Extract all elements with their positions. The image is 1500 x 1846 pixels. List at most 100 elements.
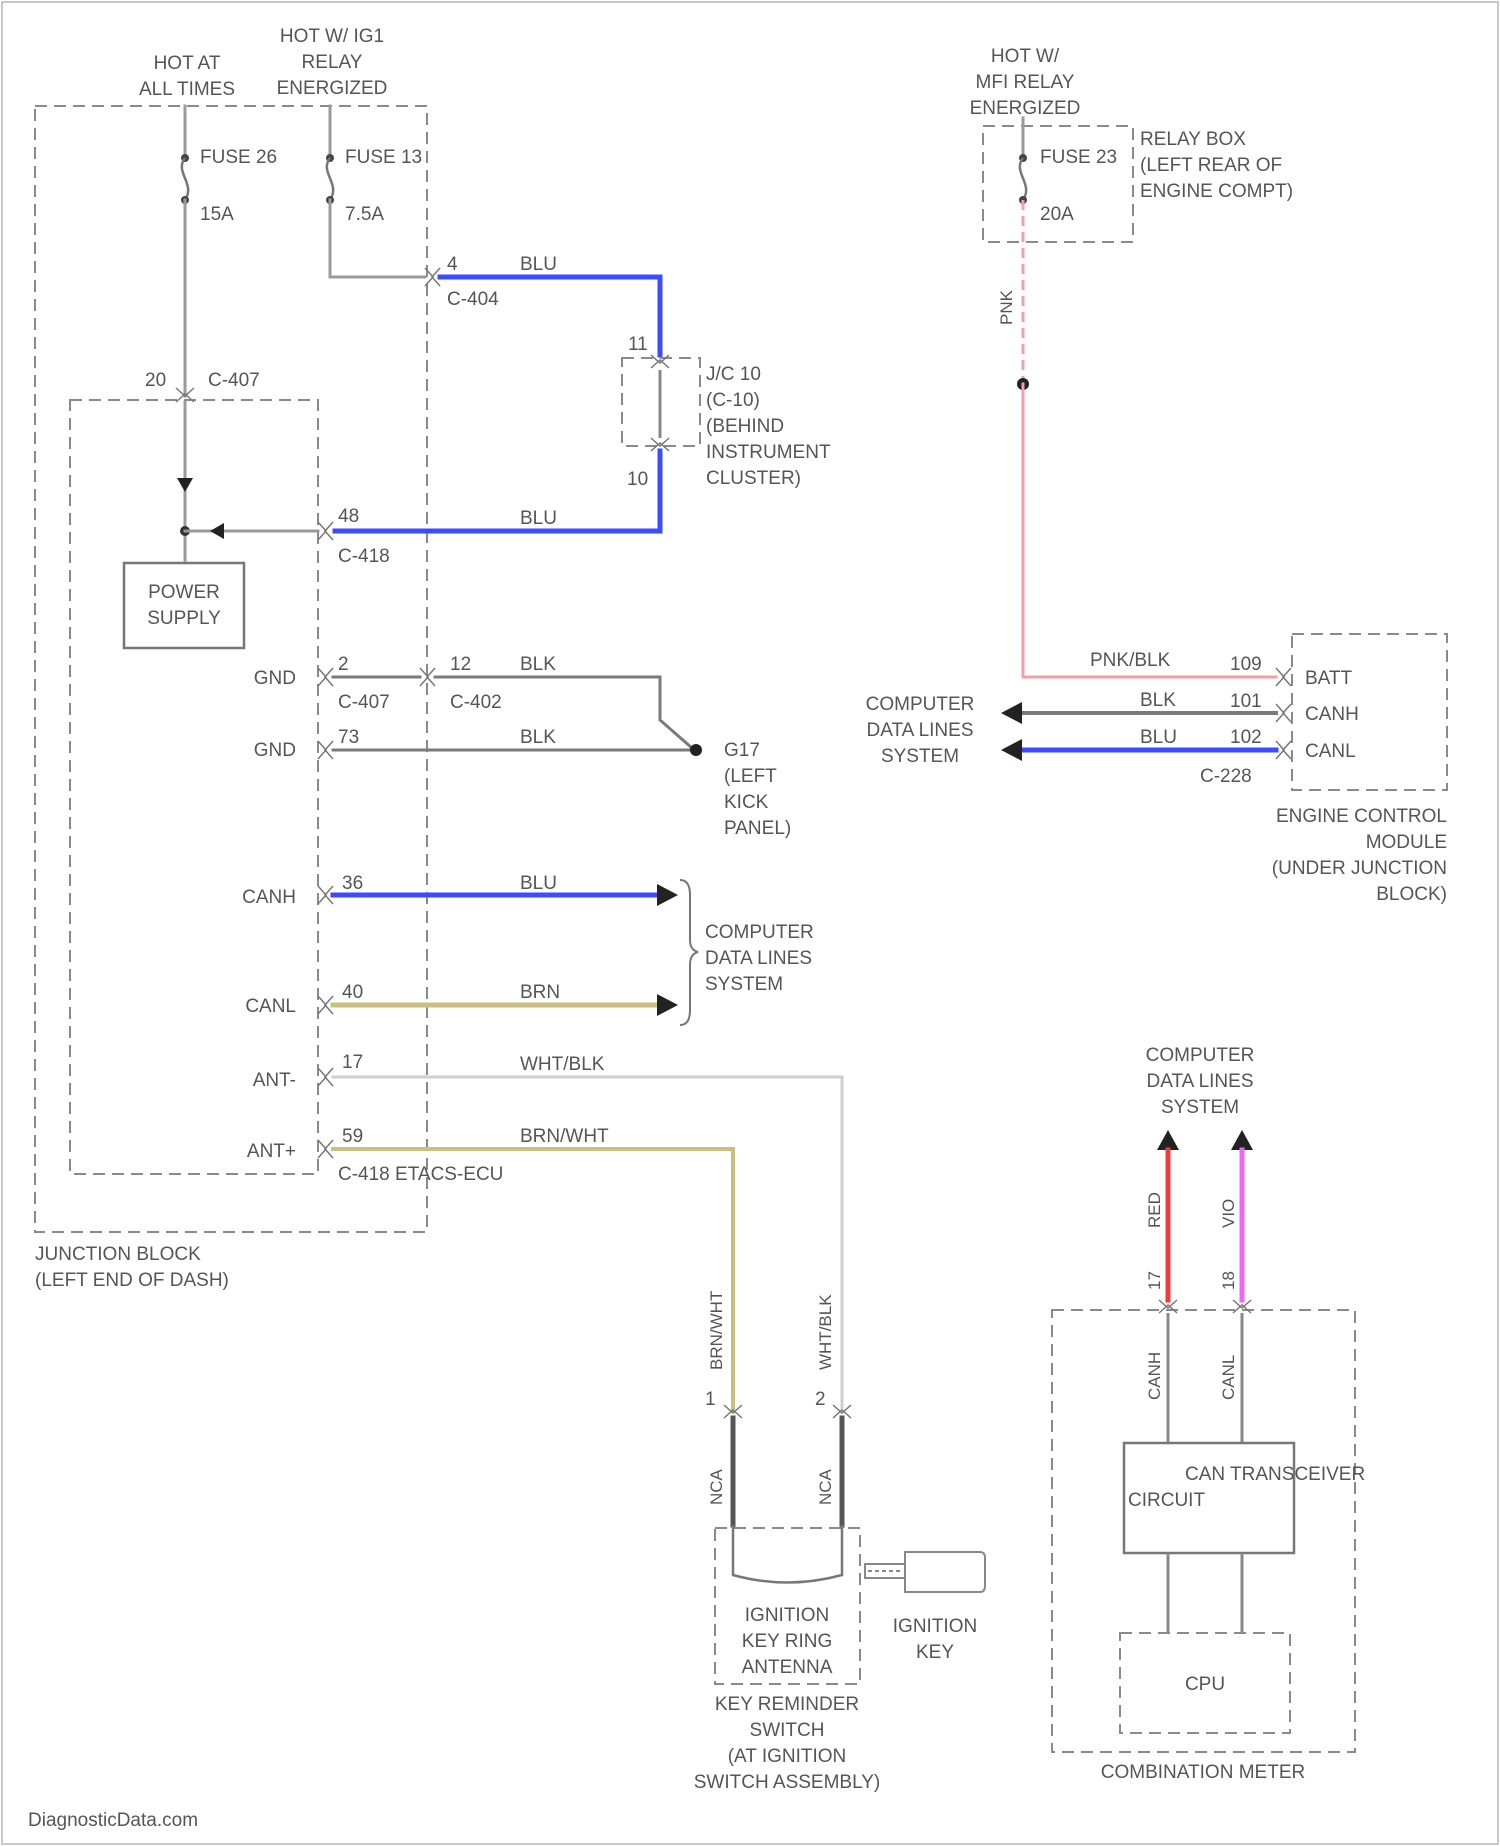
left-data-lines-3: SYSTEM xyxy=(705,974,783,995)
ground-g17-dot xyxy=(690,744,702,756)
ecm-canh-pin: 101 xyxy=(1230,691,1262,712)
meter-vio-label: VIO xyxy=(1219,1199,1238,1228)
canh-pin-label: CANH xyxy=(242,887,296,908)
mfi-hot-label-2: MFI RELAY xyxy=(976,72,1075,93)
can-transceiver-label-2: CIRCUIT xyxy=(1128,1490,1205,1511)
fuse23-rating: 20A xyxy=(1040,204,1074,225)
meter-pin-right: 18 xyxy=(1219,1271,1238,1290)
jc-label-1: J/C 10 xyxy=(706,364,761,385)
c407-gnd-name: C-407 xyxy=(338,692,390,713)
junction-block-label-1: JUNCTION BLOCK xyxy=(35,1244,201,1265)
antenna-label-2: KEY RING xyxy=(742,1631,832,1652)
ant-minus-label: ANT- xyxy=(253,1070,296,1091)
ignition-key-label-2: KEY xyxy=(916,1642,954,1663)
c402-pin: 12 xyxy=(450,654,471,675)
brn-wht-vertical-label: BRN/WHT xyxy=(707,1291,726,1370)
ecm-blk-label: BLK xyxy=(1140,690,1176,711)
ecm-canh-label: CANH xyxy=(1305,704,1359,725)
switch-label-3: (AT IGNITION xyxy=(728,1746,847,1767)
brn-wht-label: BRN/WHT xyxy=(520,1126,609,1147)
switch-label-2: SWITCH xyxy=(750,1720,825,1741)
blk2-label: BLK xyxy=(520,727,556,748)
c418-name: C-418 xyxy=(338,546,390,567)
antenna-pin-left: 1 xyxy=(705,1389,716,1410)
ecm-canl-pin: 102 xyxy=(1230,727,1262,748)
ecm-label-3: (UNDER JUNCTION xyxy=(1272,858,1447,879)
ground-label-3: KICK xyxy=(724,792,769,813)
canh-pin: 36 xyxy=(342,873,363,894)
nca-right-label: NCA xyxy=(816,1468,835,1505)
antenna-pin-right: 2 xyxy=(815,1389,826,1410)
blk1-label: BLK xyxy=(520,654,556,675)
relay-box-label-1: RELAY BOX xyxy=(1140,129,1246,150)
blu-top-label: BLU xyxy=(520,254,557,275)
c418-pin: 48 xyxy=(338,506,359,527)
switch-label-4: SWITCH ASSEMBLY) xyxy=(694,1772,881,1793)
meter-data-lines-3: SYSTEM xyxy=(1161,1097,1239,1118)
jc-label-3: (BEHIND xyxy=(706,416,784,437)
antenna-label-3: ANTENNA xyxy=(742,1657,833,1678)
ground-label-4: PANEL) xyxy=(724,818,791,839)
c402-name: C-402 xyxy=(450,692,502,713)
fuse26-name: FUSE 26 xyxy=(200,147,277,168)
fuse23-name: FUSE 23 xyxy=(1040,147,1117,168)
jc-top-pin: 11 xyxy=(628,334,648,355)
left-data-lines-1: COMPUTER xyxy=(705,922,814,943)
nca-left-label: NCA xyxy=(707,1468,726,1505)
ant-plus-label: ANT+ xyxy=(247,1141,296,1162)
power-supply-box xyxy=(124,563,244,648)
blu-mid-label: BLU xyxy=(520,508,557,529)
canl-wire-label: BRN xyxy=(520,982,560,1003)
mfi-hot-label-1: HOT W/ xyxy=(991,46,1060,67)
left-data-lines-2: DATA LINES xyxy=(705,948,812,969)
c404-pin: 4 xyxy=(447,254,458,275)
hot-relay-label-2: RELAY xyxy=(302,52,363,73)
ecm-data-lines-3: SYSTEM xyxy=(881,746,959,767)
jc-bottom-pin: 10 xyxy=(627,469,648,490)
ignition-key-label-1: IGNITION xyxy=(893,1616,977,1637)
meter-canh-label: CANH xyxy=(1145,1352,1164,1400)
ecm-connector-name: C-228 xyxy=(1200,766,1252,787)
fuse13-name: FUSE 13 xyxy=(345,147,422,168)
ecm-data-lines-2: DATA LINES xyxy=(867,720,974,741)
ground-label-2: (LEFT xyxy=(724,766,777,787)
ecm-label-1: ENGINE CONTROL xyxy=(1276,806,1447,827)
wht-blk-vertical-label: WHT/BLK xyxy=(816,1294,835,1370)
pnk-blk-label: PNK/BLK xyxy=(1090,650,1171,671)
ecm-label-4: BLOCK) xyxy=(1376,884,1447,905)
relay-box-label-2: (LEFT REAR OF xyxy=(1140,155,1282,176)
meter-pin-left: 17 xyxy=(1145,1271,1164,1290)
c418-bottom-name: C-418 ETACS-ECU xyxy=(338,1164,503,1185)
gnd1-label: GND xyxy=(254,668,296,689)
watermark: DiagnosticData.com xyxy=(28,1810,198,1831)
mfi-hot-label-3: ENERGIZED xyxy=(970,98,1081,119)
c404-name: C-404 xyxy=(447,289,499,310)
hot-at-all-times-label-2: ALL TIMES xyxy=(139,79,235,100)
fuse13-rating: 7.5A xyxy=(345,204,384,225)
meter-red-label: RED xyxy=(1145,1192,1164,1228)
gnd2-pin: 73 xyxy=(338,727,359,748)
ant-minus-pin: 17 xyxy=(342,1052,363,1073)
jc-label-2: (C-10) xyxy=(706,390,760,411)
meter-data-lines-1: COMPUTER xyxy=(1146,1045,1255,1066)
switch-label-1: KEY REMINDER xyxy=(715,1694,859,1715)
antenna-label-1: IGNITION xyxy=(745,1605,829,1626)
hot-relay-label-3: ENERGIZED xyxy=(277,78,388,99)
canl-pin: 40 xyxy=(342,982,363,1003)
ecm-label-2: MODULE xyxy=(1366,832,1447,853)
power-supply-label-1: POWER xyxy=(148,582,220,603)
gnd2-label: GND xyxy=(254,740,296,761)
ecm-batt-pin: 109 xyxy=(1230,654,1262,675)
canh-wire-label: BLU xyxy=(520,873,557,894)
pnk-label: PNK xyxy=(997,289,1016,325)
ecm-canl-label: CANL xyxy=(1305,741,1356,762)
relay-box-label-3: ENGINE COMPT) xyxy=(1140,181,1293,202)
can-transceiver-label-1: CAN TRANSCEIVER xyxy=(1185,1464,1365,1485)
canl-pin-label: CANL xyxy=(245,996,296,1017)
wht-blk-label: WHT/BLK xyxy=(520,1054,605,1075)
power-supply-label-2: SUPPLY xyxy=(147,608,221,629)
hot-relay-label-1: HOT W/ IG1 xyxy=(280,26,384,47)
hot-at-all-times-label-1: HOT AT xyxy=(154,53,221,74)
ecm-data-lines-1: COMPUTER xyxy=(866,694,975,715)
